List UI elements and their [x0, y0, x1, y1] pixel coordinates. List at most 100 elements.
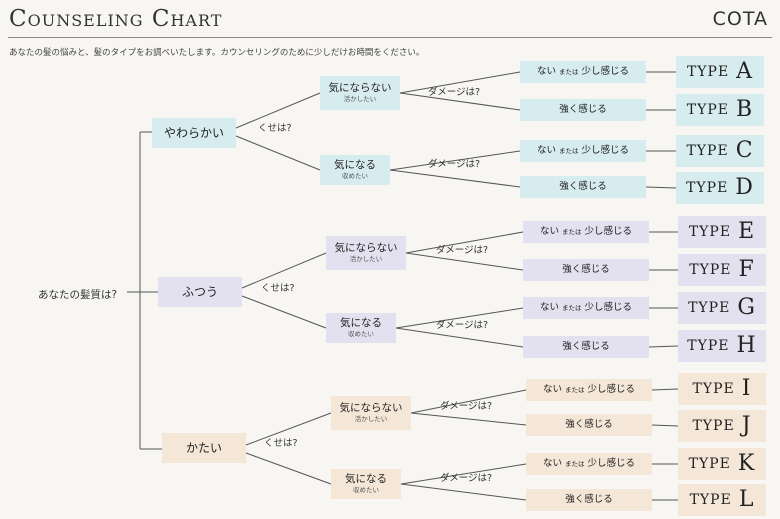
damage-high-label: 強く感じる — [562, 341, 610, 353]
curl-ok-label: 気にならない — [339, 402, 403, 415]
type-letter: G — [737, 295, 756, 321]
connector-line — [410, 412, 527, 426]
damage-question: ダメージは? — [436, 320, 489, 331]
type-box: TYPE B — [676, 94, 764, 126]
connector-line — [405, 231, 524, 254]
brand-logo: COTA — [712, 8, 768, 30]
curl-concern-box: 気になる収めたい — [320, 155, 390, 185]
connector-line — [395, 307, 524, 329]
connector-line — [245, 412, 332, 446]
damage-high-box: 強く感じる — [523, 336, 649, 358]
damage-or: または — [565, 459, 585, 468]
damage-or: または — [562, 303, 582, 312]
damage-low-tail: 少し感じる — [587, 458, 636, 470]
damage-high-box: 強く感じる — [520, 99, 646, 121]
damage-high-box: 強く感じる — [526, 414, 652, 436]
curl-concern-label: 気になる — [345, 473, 387, 486]
connector-line — [241, 295, 327, 329]
damage-low-tail: 少し感じる — [587, 384, 636, 396]
damage-question: ダメージは? — [440, 401, 493, 412]
type-word: TYPE — [687, 337, 730, 354]
texture-box: ふつう — [158, 277, 242, 307]
connector-line — [389, 150, 521, 171]
curl-concern-label: 気になる — [334, 159, 376, 172]
damage-low-tail: 少し感じる — [581, 145, 630, 157]
damage-low-main: ない — [542, 458, 562, 470]
type-letter: B — [736, 97, 754, 123]
root-question: あなたの髪質は? — [38, 289, 118, 301]
type-letter: D — [735, 175, 754, 201]
type-word: TYPE — [686, 101, 730, 118]
type-word: TYPE — [689, 261, 732, 278]
texture-box: かたい — [162, 433, 246, 463]
type-word: TYPE — [686, 63, 730, 80]
curl-ok-sub: 活かしたい — [343, 95, 377, 104]
curl-concern-box: 気になる収めたい — [326, 313, 396, 343]
kuse-question: くせは? — [264, 438, 298, 449]
damage-low-main: ない — [539, 302, 559, 314]
damage-low-box: ないまたは少し感じる — [520, 140, 646, 162]
type-letter: E — [738, 219, 756, 245]
damage-high-label: 強く感じる — [559, 104, 607, 116]
curl-ok-sub: 活かしたい — [354, 415, 388, 424]
type-letter: A — [736, 59, 754, 85]
damage-low-main: ない — [542, 384, 562, 396]
connector-line — [400, 463, 527, 485]
curl-concern-label: 気になる — [340, 317, 382, 330]
damage-high-label: 強く感じる — [565, 494, 613, 506]
damage-low-box: ないまたは少し感じる — [526, 379, 652, 401]
texture-label: ふつう — [181, 284, 218, 299]
curl-ok-label: 気にならない — [328, 82, 392, 95]
connector-line — [651, 424, 679, 427]
connector-line — [389, 169, 521, 188]
type-letter: K — [737, 451, 756, 477]
type-box: TYPE L — [678, 484, 766, 516]
texture-label: やわらかい — [163, 125, 224, 140]
curl-concern-sub: 収めたい — [348, 330, 374, 339]
damage-high-box: 強く感じる — [520, 176, 646, 198]
curl-concern-box: 気になる収めたい — [331, 469, 401, 499]
damage-low-box: ないまたは少し感じる — [520, 61, 646, 83]
damage-low-box: ないまたは少し感じる — [523, 297, 649, 319]
type-word: TYPE — [692, 380, 735, 397]
kuse-question: くせは? — [261, 283, 295, 294]
curl-ok-box: 気にならない活かしたい — [331, 396, 411, 430]
type-box: TYPE A — [676, 56, 764, 88]
type-letter: C — [735, 138, 754, 164]
damage-high-box: 強く感じる — [526, 489, 652, 511]
curl-ok-box: 気にならない活かしたい — [320, 76, 400, 110]
damage-or: または — [559, 146, 579, 155]
damage-or: または — [562, 227, 582, 236]
damage-or: または — [559, 67, 579, 76]
damage-question: ダメージは? — [428, 87, 481, 98]
connector-line — [235, 135, 321, 171]
connector-line — [395, 327, 524, 348]
page-title: Counseling Chart — [9, 6, 223, 32]
type-word: TYPE — [689, 491, 732, 508]
damage-high-label: 強く感じる — [562, 264, 610, 276]
connector-line — [648, 345, 679, 348]
header: Counseling Chart COTA — [0, 0, 780, 40]
type-word: TYPE — [692, 417, 735, 434]
connector-line — [241, 252, 327, 289]
curl-ok-label: 気にならない — [334, 242, 398, 255]
damage-low-box: ないまたは少し感じる — [523, 221, 649, 243]
damage-high-label: 強く感じる — [559, 181, 607, 193]
intro-text: あなたの髪の悩みと、髪のタイプをお調べいたします。カウンセリングのために少しだけ… — [9, 48, 425, 58]
type-box: TYPE C — [676, 135, 764, 167]
damage-low-tail: 少し感じる — [584, 302, 633, 314]
damage-question: ダメージは? — [428, 159, 481, 170]
damage-low-tail: 少し感じる — [581, 66, 630, 78]
type-word: TYPE — [686, 142, 729, 159]
header-rule — [8, 37, 772, 38]
type-word: TYPE — [688, 299, 731, 316]
type-letter: L — [738, 487, 755, 513]
